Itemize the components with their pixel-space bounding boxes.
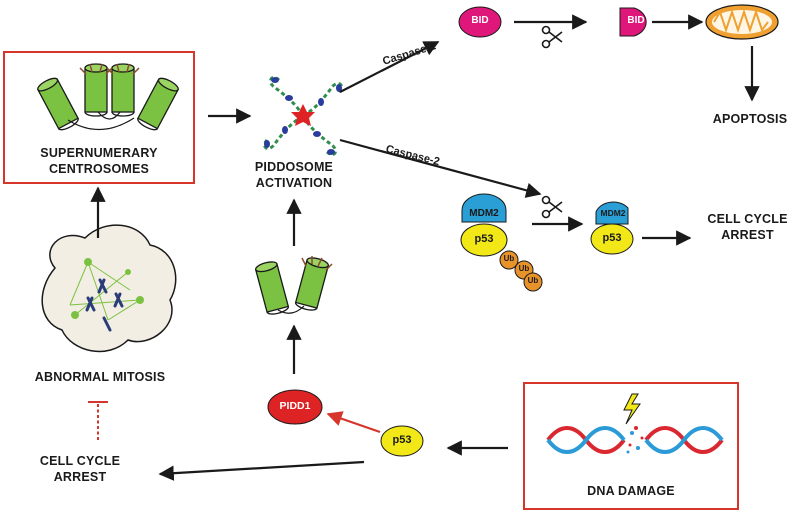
p53-complex-molecule — [460, 223, 508, 257]
p53-bottom-label: p53 — [392, 434, 412, 446]
apoptosis-label: APOPTOSIS — [712, 112, 788, 126]
p53-cleaved-label: p53 — [602, 232, 622, 244]
scissors-icon — [541, 25, 563, 49]
centrosome-pair-icon — [253, 255, 333, 317]
p53-complex-label: p53 — [474, 233, 494, 245]
abnormal-mitosis-label: ABNORMAL MITOSIS — [34, 370, 166, 384]
mdm2-label: MDM2 — [469, 208, 499, 219]
pidd1-activation-arrow — [326, 411, 381, 434]
supernumerary-label: SUPERNUMERARY CENTROSOMES — [40, 146, 158, 176]
pidd1-label: PIDD1 — [279, 400, 311, 412]
arrows — [90, 14, 760, 481]
mitochondria-icon — [705, 4, 779, 40]
dna-damage-box — [523, 382, 739, 510]
bid-molecule — [458, 6, 502, 38]
ub-label-3: Ub — [527, 276, 539, 285]
centrosome-icon — [35, 63, 181, 133]
lightning-icon — [623, 393, 641, 425]
cell-icon — [41, 224, 177, 353]
ub-label-1: Ub — [503, 254, 515, 263]
pidd1-molecule — [267, 389, 323, 425]
inhibition-line — [88, 401, 108, 440]
scissors-icon — [541, 195, 563, 219]
bid-cleaved-label: BID — [627, 15, 645, 26]
cell-cycle-arrest-left-label: CELL CYCLE ARREST — [39, 454, 121, 484]
ub-chain — [499, 250, 543, 292]
ub-label-2: Ub — [518, 264, 530, 273]
piddosome-icon — [262, 76, 344, 157]
dna-damage-label: DNA DAMAGE — [587, 484, 675, 498]
mdm2-cleaved-label: MDM2 — [600, 208, 626, 218]
piddosome-label: PIDDOSOME ACTIVATION — [254, 160, 334, 190]
supernumerary-box — [3, 51, 195, 184]
bid-cleaved-molecule — [619, 7, 647, 37]
dna-helix-icon — [546, 426, 724, 454]
mdm2-cleaved-molecule — [595, 201, 629, 225]
mdm2-molecule — [461, 193, 507, 223]
p53-cleaved-molecule — [590, 223, 634, 255]
bid-label: BID — [471, 15, 489, 26]
cell-cycle-arrest-right-label: CELL CYCLE ARREST — [707, 212, 788, 242]
p53-bottom-molecule — [380, 425, 424, 457]
